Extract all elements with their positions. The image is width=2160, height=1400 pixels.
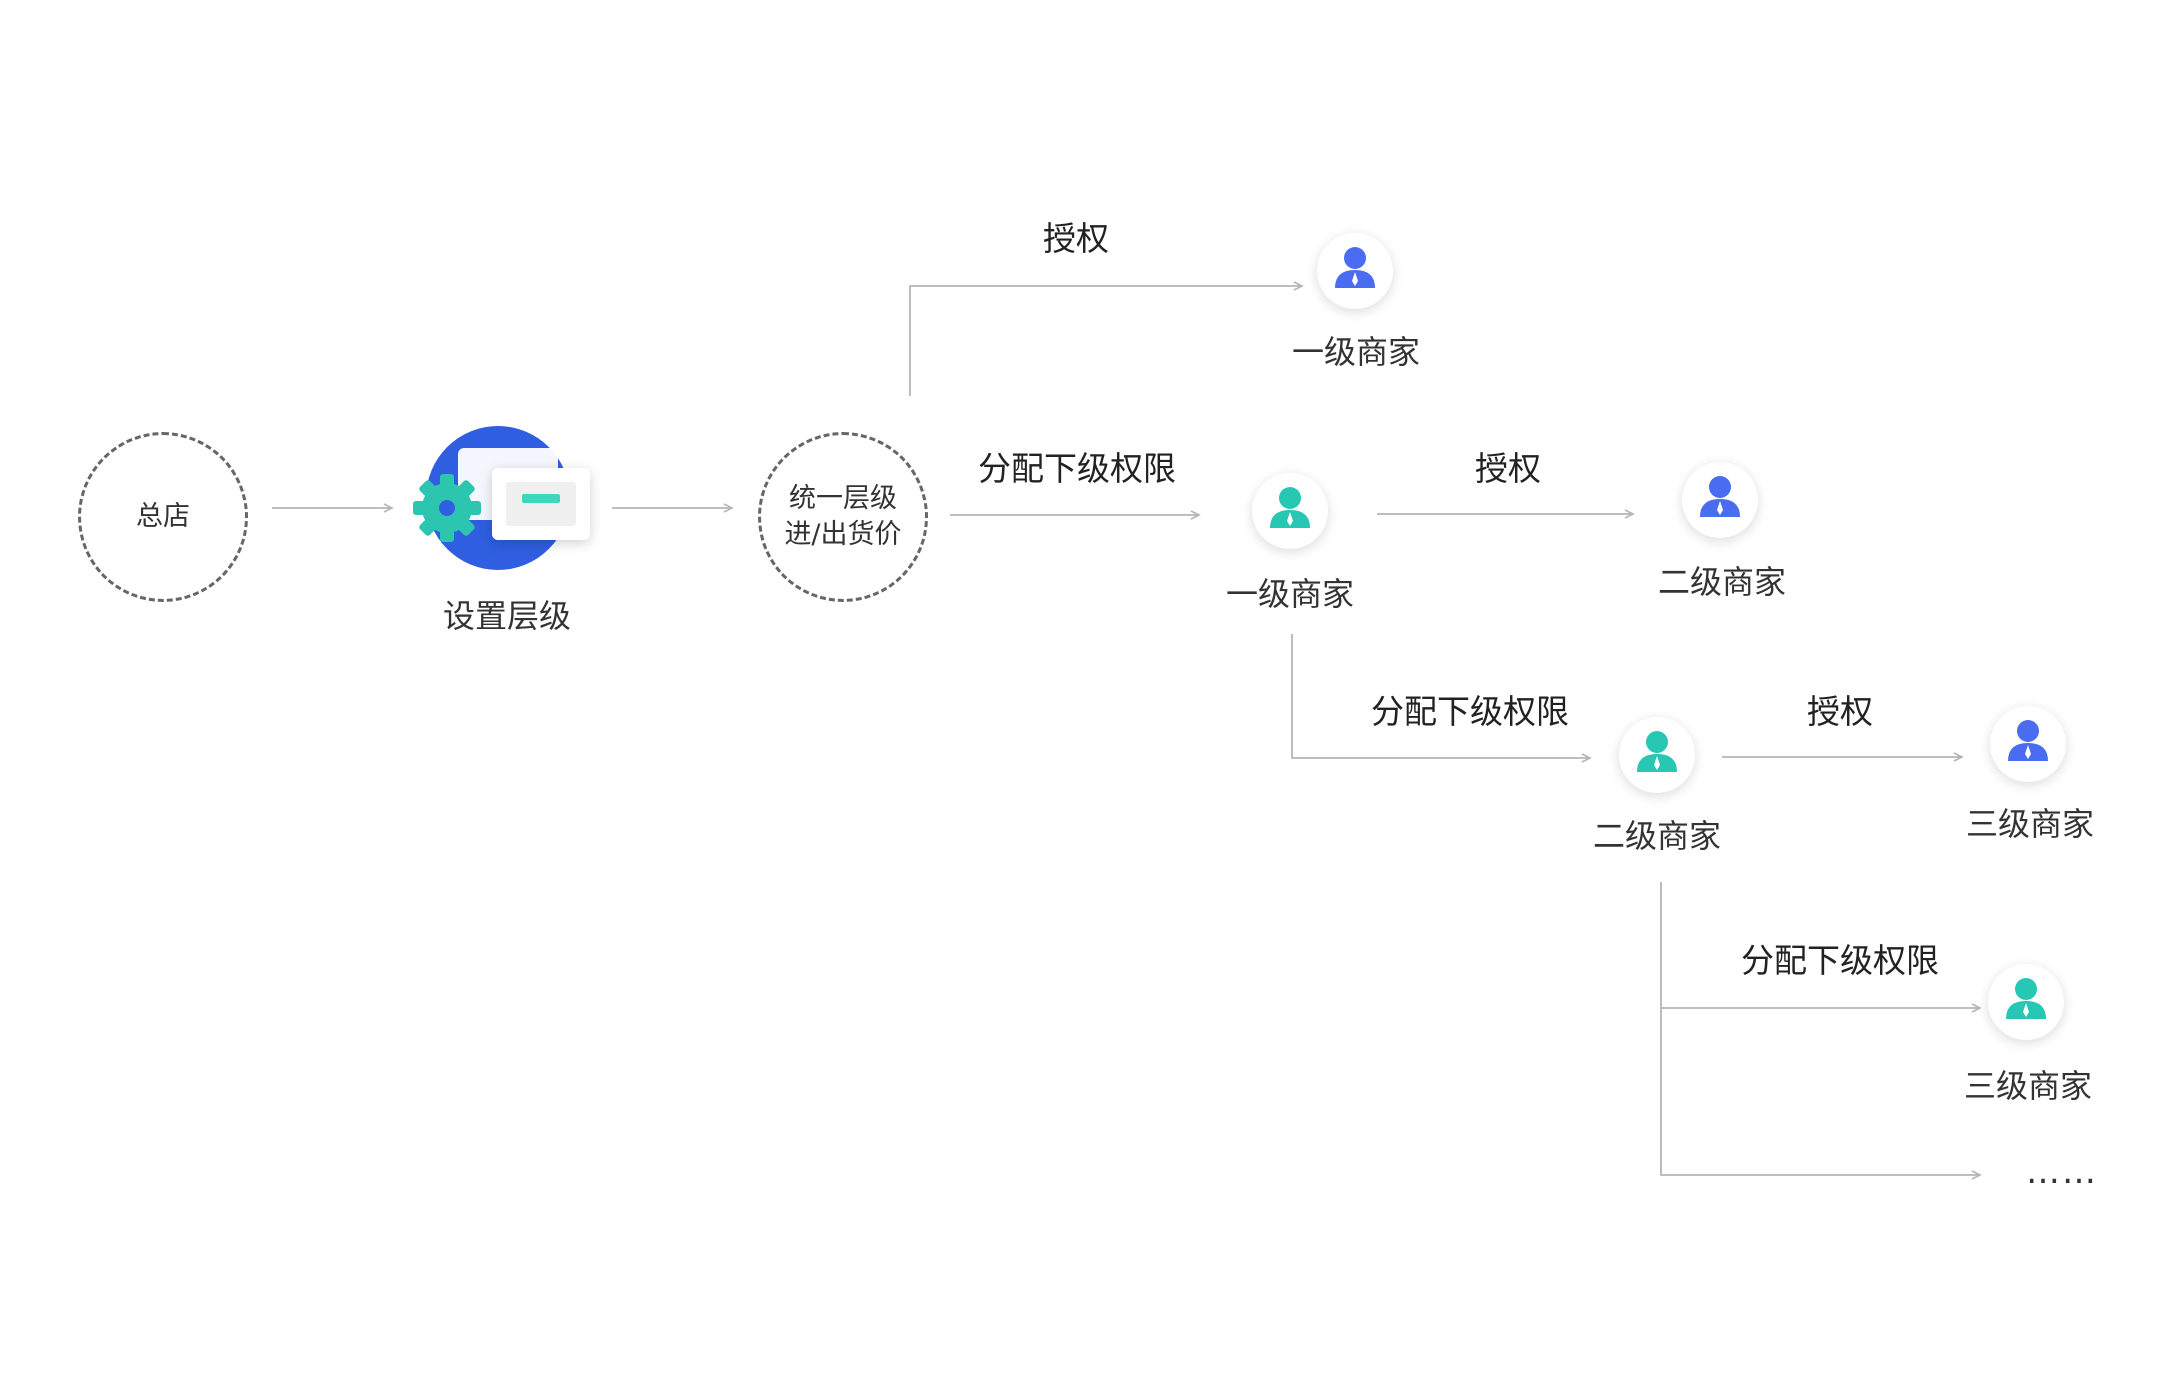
arrow-level2-branch-top [1660,882,1982,1180]
merchant-label-level3-assign: 三级商家 [1963,1067,2093,1105]
merchant-label-level1-top: 一级商家 [1291,333,1421,371]
merchant-label-level1-main: 一级商家 [1225,575,1355,613]
set-level-label: 设置层级 [442,597,572,635]
unified-line-2: 进/出货价 [784,519,902,550]
user-icon [1637,731,1677,772]
user-icon [1270,487,1310,528]
user-icon [1700,476,1740,517]
more-ellipsis: …… [2026,1152,2098,1192]
merchant-label-level2-main: 二级商家 [1592,817,1722,855]
avatar-level3-auth [1990,706,2066,782]
avatar-level1-top [1317,233,1393,309]
edge-label-assign-3: 分配下级权限 [1741,941,1939,980]
avatar-level2-auth [1682,462,1758,538]
unified-price-node: 统一层级 进/出货价 [758,432,928,602]
gear-icon [413,474,481,542]
user-icon [1335,247,1375,288]
unified-line-1: 统一层级 [789,482,897,514]
hq-label: 总店 [136,500,190,532]
edge-label-authorize-top: 授权 [1043,219,1109,258]
avatar-level2-main [1619,717,1695,793]
edge-label-assign-2: 分配下级权限 [1371,692,1569,731]
merchant-label-level2-auth: 二级商家 [1657,563,1787,601]
edge-label-authorize-3: 授权 [1807,692,1873,731]
arrow-unified-to-top-level1 [909,281,1304,396]
set-level-icon [413,426,590,570]
user-icon [2006,978,2046,1019]
user-icon [2008,720,2048,761]
avatar-level1-main [1252,473,1328,549]
avatar-level3-assign [1988,964,2064,1040]
hq-node: 总店 [78,432,248,602]
merchant-label-level3-auth: 三级商家 [1965,805,2095,843]
edge-label-authorize-2: 授权 [1475,449,1541,488]
arrow-level1-to-level2-assign [1291,634,1592,763]
edge-label-assign-1: 分配下级权限 [978,449,1176,488]
